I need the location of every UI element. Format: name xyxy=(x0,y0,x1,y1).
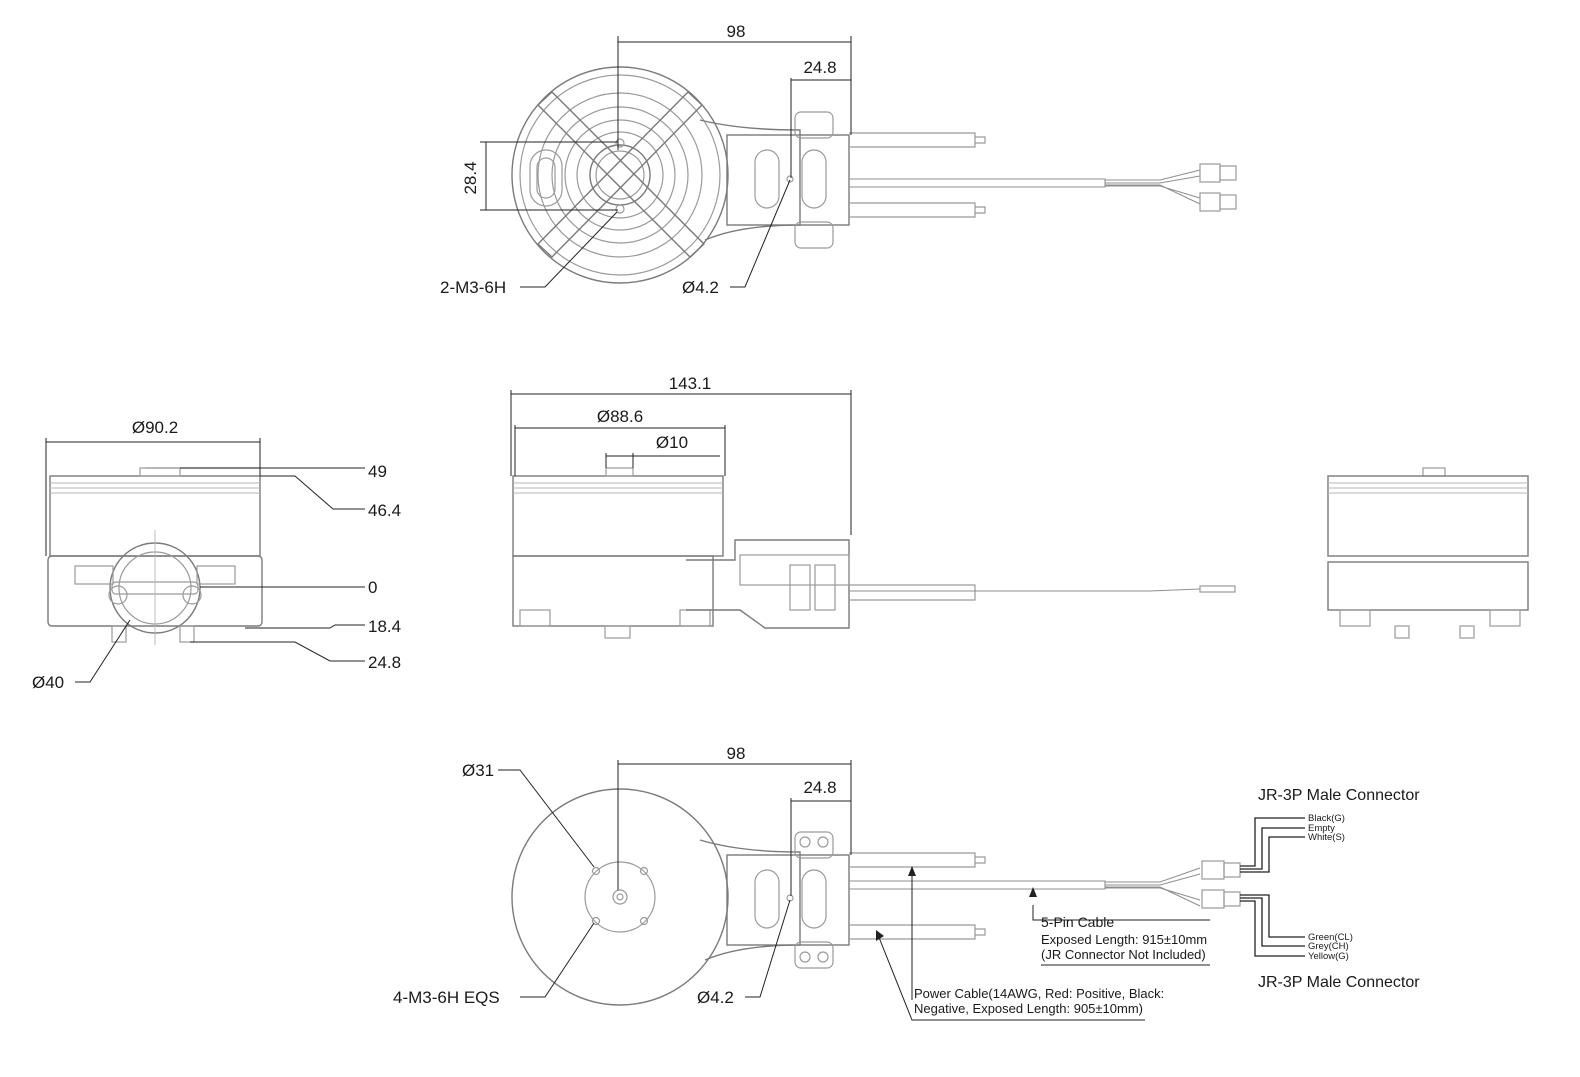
power-cable-line1: Power Cable(14AWG, Red: Positive, Black: xyxy=(914,986,1164,1001)
side-view: 143.1 Ø88.6 Ø10 xyxy=(510,374,1236,639)
front-height-24: 24.8 xyxy=(368,653,401,672)
front-shaft-dim: Ø40 xyxy=(32,673,64,692)
wire-bottom-2: Grey(CH) xyxy=(1308,941,1349,952)
front-height-46: 46.4 xyxy=(368,501,401,520)
side-shaft-dim: Ø10 xyxy=(656,433,688,452)
top-hole-label: Ø4.2 xyxy=(682,278,719,297)
front-view: Ø90.2 49 46.4 0 18.4 24.8 Ø40 xyxy=(32,418,401,692)
front-height-0: 0 xyxy=(368,578,377,597)
wire-top-2: Empty xyxy=(1308,823,1335,834)
side-body-dim: Ø88.6 xyxy=(597,407,643,426)
bottom-hole-label: Ø4.2 xyxy=(697,988,734,1007)
bottom-mount-dim: 24.8 xyxy=(803,778,836,797)
wire-top-1: Black(G) xyxy=(1308,813,1345,824)
front-diameter-dim: Ø90.2 xyxy=(132,418,178,437)
bottom-width-dim: 98 xyxy=(727,744,746,763)
connector-bottom-label: JR-3P Male Connector xyxy=(1258,974,1420,991)
bottom-base-dim: Ø31 xyxy=(462,761,494,780)
front-height-49: 49 xyxy=(368,462,387,481)
power-cable-line2: Negative, Exposed Length: 905±10mm) xyxy=(914,1001,1143,1016)
top-height-dim: 28.4 xyxy=(461,161,480,194)
cable-note: (JR Connector Not Included) xyxy=(1041,947,1206,962)
wire-top-3: White(S) xyxy=(1308,832,1345,843)
cable-title: 5-Pin Cable xyxy=(1041,914,1114,930)
top-width-dim: 98 xyxy=(727,22,746,41)
wire-bottom-1: Green(CL) xyxy=(1308,932,1353,943)
cable-length: Exposed Length: 915±10mm xyxy=(1041,932,1207,947)
wire-bottom-3: Yellow(G) xyxy=(1308,951,1349,962)
bottom-thread-label: 4-M3-6H EQS xyxy=(393,988,500,1007)
top-view: 98 24.8 28.4 2-M3-6H Ø4.2 xyxy=(440,22,1237,297)
top-mount-dim: 24.8 xyxy=(803,58,836,77)
end-view xyxy=(1327,467,1529,639)
top-thread-label: 2-M3-6H xyxy=(440,278,506,297)
front-height-18: 18.4 xyxy=(368,617,401,636)
connector-top-label: JR-3P Male Connector xyxy=(1258,787,1420,804)
bottom-view: 98 24.8 Ø31 4-M3-6H EQS Ø4.2 5-Pin Cable… xyxy=(393,744,1420,1021)
side-length-dim: 143.1 xyxy=(669,374,712,393)
